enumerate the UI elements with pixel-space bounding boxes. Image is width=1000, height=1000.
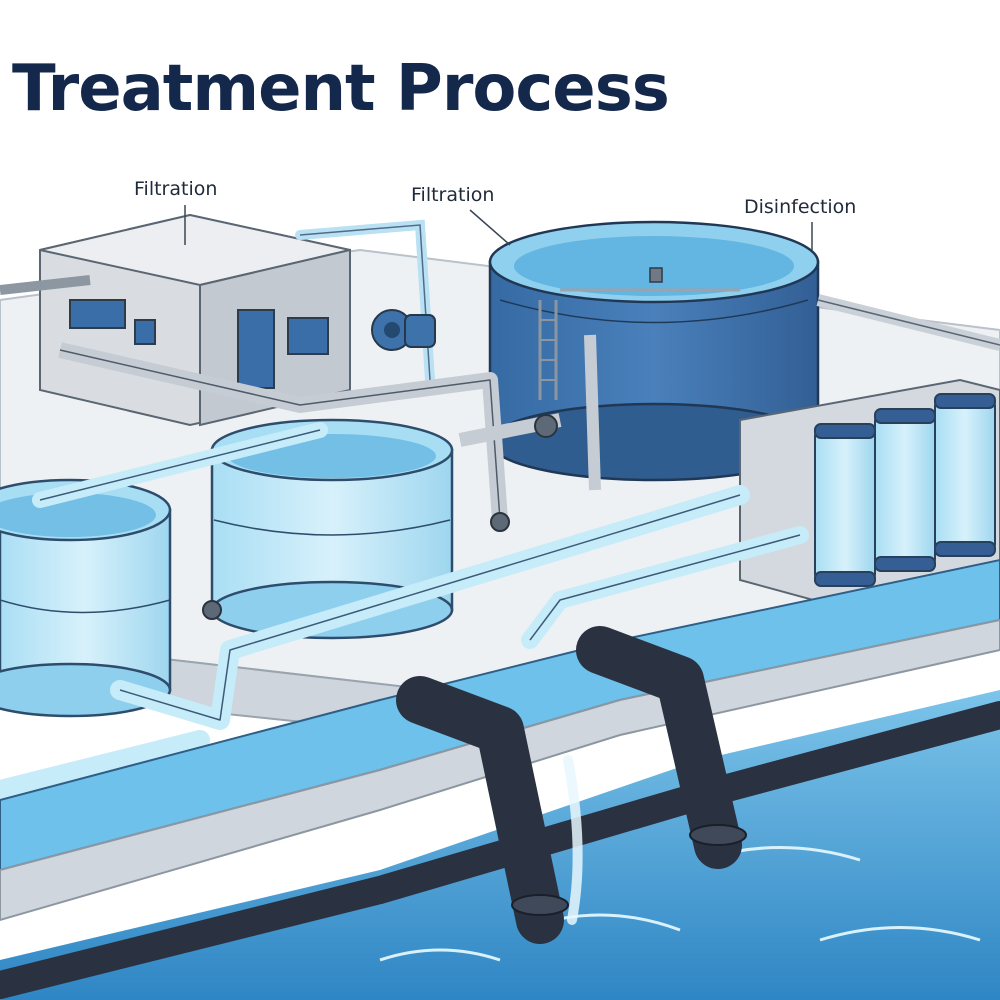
clear-pipe-network bbox=[0, 422, 809, 800]
filter-cartridges bbox=[814, 393, 996, 587]
stage-label-filtration-1: Filtration bbox=[134, 178, 218, 200]
pump-house-building bbox=[39, 213, 351, 427]
stage-label-filtration-2: Filtration bbox=[411, 184, 495, 206]
large-storage-tank bbox=[488, 220, 820, 482]
ladder-icon bbox=[538, 300, 558, 400]
outlet-pipe-right bbox=[576, 626, 747, 869]
stage-label-disinfection: Disinfection bbox=[744, 196, 857, 218]
page-title: Treatment Process bbox=[12, 52, 670, 126]
dark-main-pipe bbox=[0, 701, 1000, 999]
filter-cartridge-unit bbox=[739, 378, 1000, 612]
valve-icon bbox=[202, 414, 558, 620]
outlet-pipe-left bbox=[396, 676, 583, 944]
filtration-tank-left bbox=[0, 478, 172, 718]
label-leader-lines bbox=[184, 205, 813, 250]
right-pipe-rail bbox=[816, 294, 1000, 351]
pump-icon bbox=[371, 309, 436, 351]
